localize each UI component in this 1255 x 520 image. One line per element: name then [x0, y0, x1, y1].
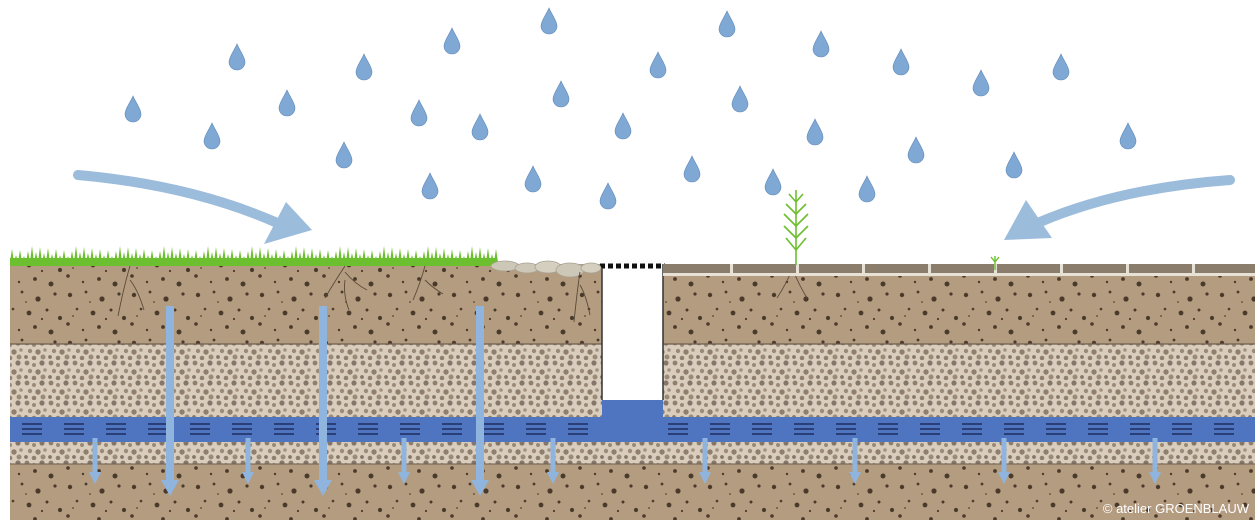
raindrop — [203, 122, 221, 150]
raindrop — [410, 99, 428, 127]
raindrop — [764, 168, 782, 196]
raindrop — [540, 7, 558, 35]
raindrop — [731, 85, 749, 113]
raindrop — [421, 172, 439, 200]
roots — [117, 265, 808, 323]
raindrop — [1052, 53, 1070, 81]
raindrop — [907, 136, 925, 164]
lower-gravel-layer — [10, 442, 1255, 464]
subsoil — [10, 464, 1255, 520]
permeable-paving — [663, 264, 1255, 276]
weed-plant — [783, 190, 809, 265]
gravel-layer-left — [10, 344, 602, 417]
drain-slots — [22, 423, 1234, 435]
raindrop — [614, 112, 632, 140]
raindrop — [228, 43, 246, 71]
left-runoff-arrow — [73, 170, 312, 244]
raindrop — [443, 27, 461, 55]
inspection-shaft — [600, 263, 665, 442]
topsoil-left — [10, 264, 602, 344]
raindrop — [1119, 122, 1137, 150]
shaft-water — [602, 400, 663, 442]
raindrop — [858, 175, 876, 203]
raindrop — [524, 165, 542, 193]
raindrop — [335, 141, 353, 169]
raindrops — [124, 7, 1137, 210]
raindrop — [124, 95, 142, 123]
raindrop — [649, 51, 667, 79]
raindrop — [278, 89, 296, 117]
raindrop — [1005, 151, 1023, 179]
raindrop — [355, 53, 373, 81]
credit-text: © atelier GROENBLAUW — [1102, 501, 1249, 516]
sprout-plant — [990, 256, 1000, 270]
infiltration-arrows — [89, 306, 1161, 496]
raindrop — [683, 155, 701, 183]
raindrop — [471, 113, 489, 141]
raindrop — [972, 69, 990, 97]
grass-surface — [10, 246, 498, 266]
raindrop — [812, 30, 830, 58]
raindrop — [892, 48, 910, 76]
edge-stones — [490, 260, 602, 278]
right-runoff-arrow — [1004, 175, 1235, 240]
topsoil-right — [663, 274, 1255, 344]
raindrop — [718, 10, 736, 38]
raindrop — [552, 80, 570, 108]
raindrop — [806, 118, 824, 146]
raindrop — [599, 182, 617, 210]
gravel-layer-right — [663, 344, 1255, 417]
